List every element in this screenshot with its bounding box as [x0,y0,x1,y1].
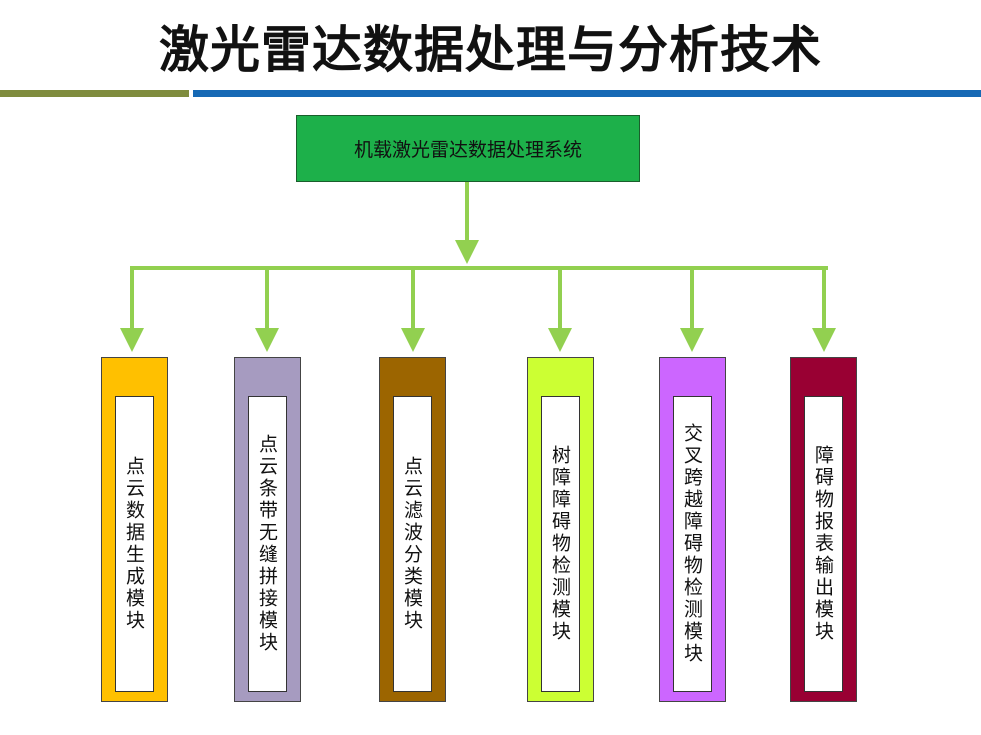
module-label-panel: 点云滤波分类模块 [393,396,432,692]
module-node: 点云滤波分类模块 [379,357,446,702]
module-node: 点云条带无缝拼接模块 [234,357,301,702]
module-label: 交叉跨越障碍物检测模块 [681,423,703,665]
module-label: 点云条带无缝拼接模块 [256,434,278,654]
module-label-panel: 点云数据生成模块 [115,396,154,692]
header-divider-blue [193,90,981,97]
module-node: 障碍物报表输出模块 [790,357,857,702]
module-label: 点云数据生成模块 [123,456,145,632]
module-node: 树障障碍物检测模块 [527,357,594,702]
module-label-panel: 障碍物报表输出模块 [804,396,843,692]
root-label: 机载激光雷达数据处理系统 [353,139,582,161]
module-label: 点云滤波分类模块 [401,456,423,632]
module-node: 交叉跨越障碍物检测模块 [659,357,726,702]
root-node: 机载激光雷达数据处理系统 [296,115,640,182]
module-label-panel: 交叉跨越障碍物检测模块 [673,396,712,692]
module-label-panel: 点云条带无缝拼接模块 [248,396,287,692]
module-label-panel: 树障障碍物检测模块 [541,396,580,692]
slide-title: 激光雷达数据处理与分析技术 [159,21,822,79]
module-label: 障碍物报表输出模块 [812,445,834,643]
header-divider-olive [0,90,189,97]
module-node: 点云数据生成模块 [101,357,168,702]
module-label: 树障障碍物检测模块 [549,445,571,643]
